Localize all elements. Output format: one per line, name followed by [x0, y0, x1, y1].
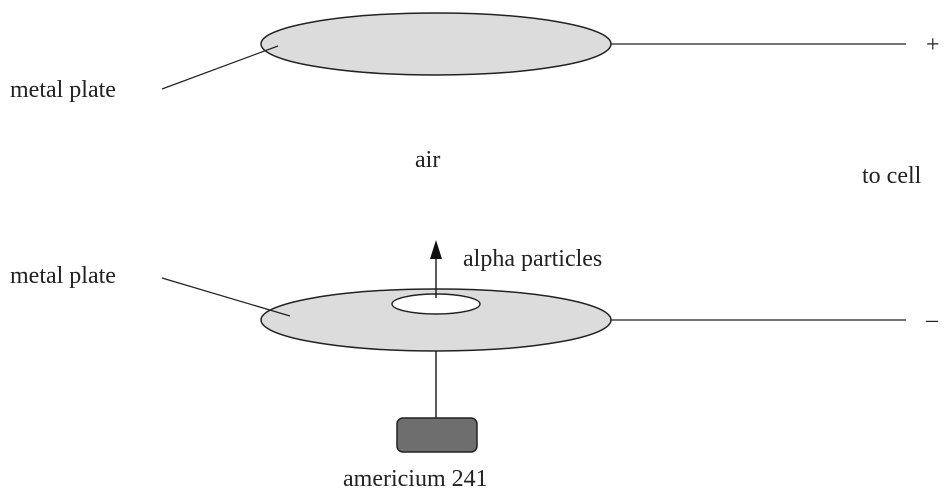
alpha-arrowhead	[430, 240, 442, 259]
americium-source	[396, 417, 478, 453]
top-metal-plate	[260, 12, 612, 76]
minus-terminal-label: –	[925, 307, 939, 333]
alpha-particles-label: alpha particles	[463, 246, 602, 272]
top-plate-leader	[161, 45, 279, 90]
air-label: air	[415, 147, 440, 173]
plus-terminal-label: +	[926, 32, 940, 58]
bottom-plate-label: metal plate	[10, 263, 116, 289]
bottom-plate-leader	[161, 277, 291, 317]
americium-label: americium 241	[343, 466, 488, 492]
to-cell-label: to cell	[862, 163, 922, 189]
top-plate-label: metal plate	[10, 77, 116, 103]
